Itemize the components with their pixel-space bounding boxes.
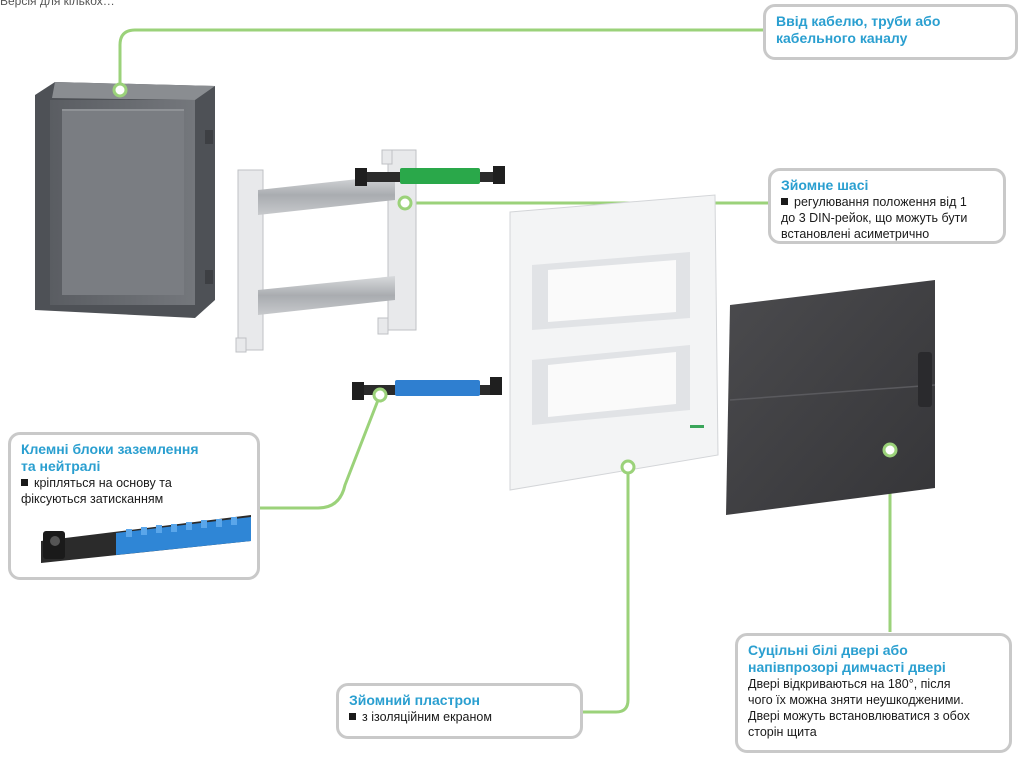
green-terminal-bar [355,166,505,186]
terminals-desc-line2: фіксуються затисканням [21,492,164,506]
terminal-block-closeup [41,515,251,563]
callout-door: Суцільні білі двері або напівпрозорі дим… [735,633,1012,753]
door-desc-line2: чого їх можна зняти неушкодженими. [748,693,964,707]
callout-front-plate: Зйомний пластрон з ізоляційним екраном [336,683,583,739]
terminals-title-line2: та нейтралі [21,458,101,474]
front-plate-desc: з ізоляційним екраном [362,710,492,724]
callout-terminals: Клемні блоки заземлення та нейтралі кріп… [8,432,260,580]
front-plate [509,194,719,491]
leader-terminals [245,394,382,510]
terminals-desc-line1: кріпляться на основу та [34,476,172,490]
anchor-chassis [397,195,413,211]
blue-terminal-bar [352,377,502,400]
anchor-door [882,442,898,458]
bullet-icon [781,198,788,205]
callout-cable-entry: Ввід кабелю, труби або кабельного каналу [763,4,1018,60]
leader-front-plate [582,467,630,714]
chassis-desc-line3: встановлені асиметрично [781,227,930,241]
door-desc-line4: сторін щита [748,725,817,739]
cable-entry-title-line1: Ввід кабелю, труби або [776,13,941,29]
top-partial-text: Версія для кількох… [0,0,115,8]
anchor-terminals [372,387,388,403]
terminals-title-line1: Клемні блоки заземлення [21,441,199,457]
chassis-title: Зйомне шасі [781,177,869,193]
bullet-icon [349,713,356,720]
bullet-icon [21,479,28,486]
leader-anchors [112,82,898,475]
chassis-desc-line1: регулювання положення від 1 [794,195,967,209]
cable-entry-title-line2: кабельного каналу [776,30,908,46]
back-box [35,82,215,318]
door-desc-line1: Двері відкриваються на 180°, після [748,677,951,691]
door-desc-line3: Двері можуть встановлюватися з обох [748,709,970,723]
anchor-cable-entry [112,82,128,98]
smoked-door [726,280,936,515]
door-title-line1: Суцільні білі двері або [748,642,908,658]
anchor-front-plate [620,459,636,475]
door-title-line2: напівпрозорі димчасті двері [748,659,946,675]
callout-chassis: Зйомне шасі регулювання положення від 1 … [768,168,1006,244]
leader-cable-entry [118,28,770,90]
front-plate-title: Зйомний пластрон [349,692,480,708]
chassis-desc-line2: до 3 DIN-рейок, що можуть бути [781,211,968,225]
